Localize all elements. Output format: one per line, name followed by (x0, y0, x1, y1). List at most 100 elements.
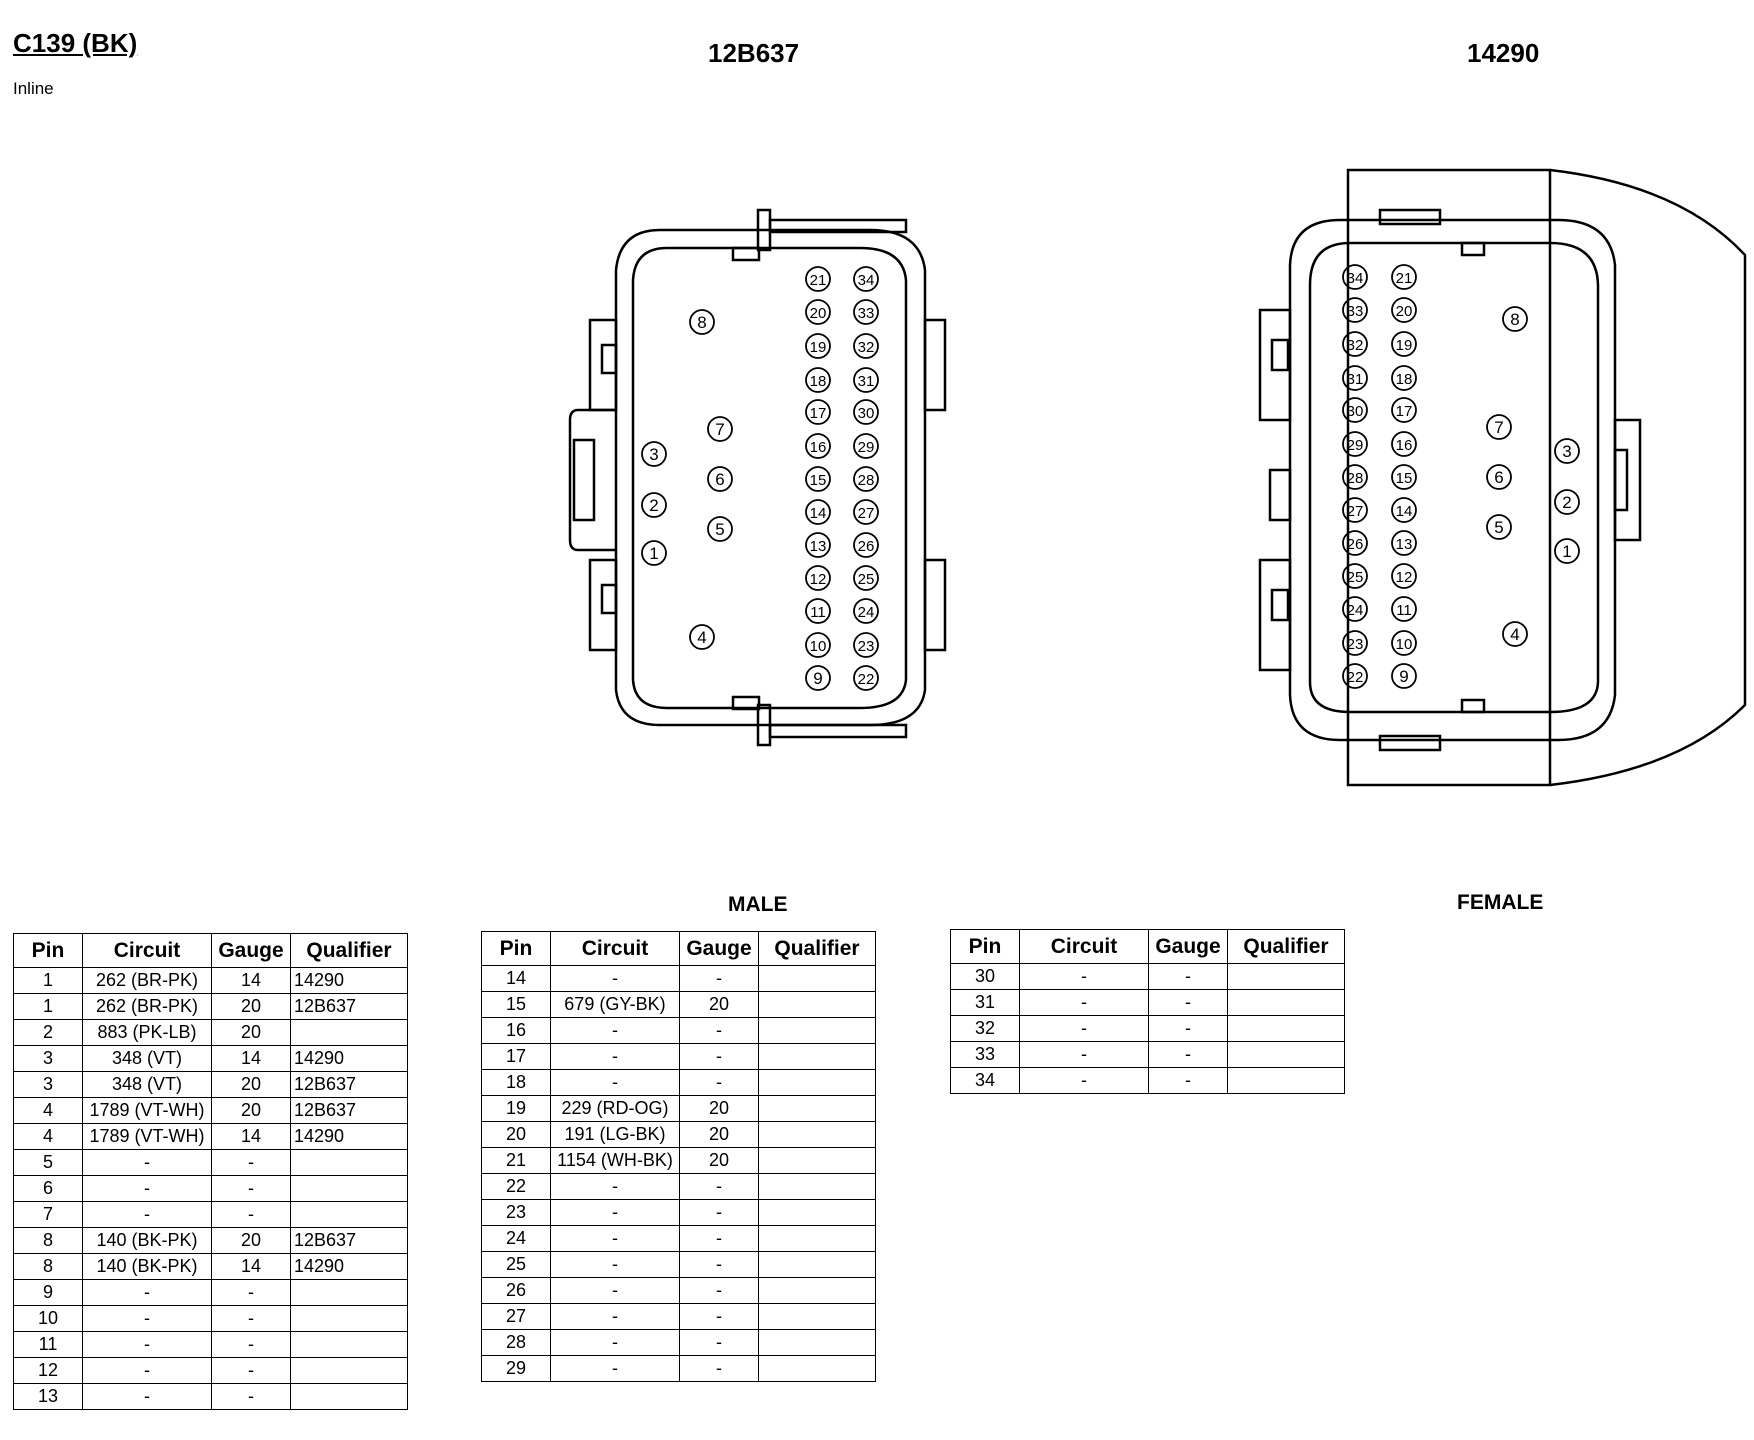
circuit-cell: - (550, 1329, 680, 1356)
circuit-cell: 348 (VT) (82, 1071, 212, 1098)
header-circuit: Circuit (550, 931, 680, 966)
pin-30: 30 (1342, 397, 1368, 423)
pin-9: 9 (1391, 663, 1417, 689)
pin-3: 3 (641, 441, 667, 467)
circuit-cell: 140 (BK-PK) (82, 1253, 212, 1280)
svg-text:11: 11 (1396, 602, 1412, 619)
qualifier-cell: 14290 (290, 967, 408, 994)
pin-5: 5 (707, 516, 733, 542)
pin-8: 8 (689, 309, 715, 335)
header-qualifier: Qualifier (1227, 929, 1345, 964)
pin-17: 17 (805, 399, 831, 425)
header-gauge: Gauge (211, 933, 291, 968)
svg-text:17: 17 (1396, 403, 1413, 420)
svg-text:30: 30 (1347, 403, 1364, 420)
pin-33: 33 (853, 299, 879, 325)
header-pin: Pin (481, 931, 551, 966)
pin-14: 14 (1391, 497, 1417, 523)
gauge-cell: - (211, 1305, 291, 1332)
pin-cell: 4 (13, 1097, 83, 1124)
gauge-cell: 14 (211, 967, 291, 994)
pin-3: 3 (1554, 438, 1580, 464)
pin-23: 23 (1342, 630, 1368, 656)
pin-cell: 23 (481, 1199, 551, 1226)
qualifier-cell: 12B637 (290, 1227, 408, 1254)
qualifier-cell (758, 1355, 876, 1382)
svg-text:19: 19 (810, 339, 827, 356)
pin-18: 18 (805, 367, 831, 393)
pin-34: 34 (1342, 264, 1368, 290)
table-row: 10-- (13, 1305, 408, 1332)
svg-text:25: 25 (1347, 569, 1364, 586)
pin-20: 20 (805, 299, 831, 325)
svg-text:13: 13 (810, 538, 827, 555)
pin-cell: 12 (13, 1357, 83, 1384)
qualifier-cell (758, 1173, 876, 1200)
pin-15: 15 (1391, 464, 1417, 490)
qualifier-cell (758, 965, 876, 992)
table-row: 33-- (950, 1041, 1345, 1068)
gauge-cell: - (679, 1069, 759, 1096)
svg-text:31: 31 (858, 373, 875, 390)
circuit-cell: 1789 (VT-WH) (82, 1123, 212, 1150)
qualifier-cell (1227, 1067, 1345, 1094)
svg-text:34: 34 (1347, 270, 1364, 287)
pin-4: 4 (1502, 621, 1528, 647)
gauge-cell: 14 (211, 1253, 291, 1280)
pin-cell: 10 (13, 1305, 83, 1332)
pin-cell: 1 (13, 967, 83, 994)
qualifier-cell: 12B637 (290, 1097, 408, 1124)
pin-cell: 2 (13, 1019, 83, 1046)
gauge-cell: 20 (679, 1147, 759, 1174)
pin-28: 28 (1342, 464, 1368, 490)
svg-text:11: 11 (810, 604, 826, 621)
qualifier-cell (290, 1383, 408, 1410)
gauge-cell: - (211, 1383, 291, 1410)
svg-text:10: 10 (1396, 636, 1413, 653)
qualifier-cell (290, 1279, 408, 1306)
circuit-cell: 883 (PK-LB) (82, 1019, 212, 1046)
qualifier-cell (1227, 1015, 1345, 1042)
circuit-cell: 1154 (WH-BK) (550, 1147, 680, 1174)
gauge-cell: - (679, 1303, 759, 1330)
pin-25: 25 (853, 565, 879, 591)
qualifier-cell (758, 1121, 876, 1148)
male-pin-group: 2120191817161514131211109343332313029282… (641, 266, 879, 691)
pin-24: 24 (853, 598, 879, 624)
pin-16: 16 (805, 433, 831, 459)
gauge-cell: - (679, 1355, 759, 1382)
circuit-cell: 1789 (VT-WH) (82, 1097, 212, 1124)
pin-cell: 13 (13, 1383, 83, 1410)
circuit-cell: - (82, 1305, 212, 1332)
pin-6: 6 (707, 466, 733, 492)
pin-15: 15 (805, 466, 831, 492)
header-pin: Pin (13, 933, 83, 968)
circuit-cell: - (1019, 1041, 1149, 1068)
pin-17: 17 (1391, 397, 1417, 423)
qualifier-cell (758, 1199, 876, 1226)
qualifier-cell (290, 1019, 408, 1046)
svg-text:22: 22 (1347, 669, 1364, 686)
circuit-cell: - (550, 1355, 680, 1382)
header-qualifier: Qualifier (290, 933, 408, 968)
pin-cell: 26 (481, 1277, 551, 1304)
pin-cell: 4 (13, 1123, 83, 1150)
pin-19: 19 (1391, 331, 1417, 357)
pin-cell: 19 (481, 1095, 551, 1122)
pin-13: 13 (805, 532, 831, 558)
svg-text:12: 12 (810, 571, 827, 588)
gauge-cell: - (1148, 1015, 1228, 1042)
table-row: 5-- (13, 1149, 408, 1176)
qualifier-cell (1227, 989, 1345, 1016)
svg-text:31: 31 (1347, 371, 1364, 388)
qualifier-cell (290, 1331, 408, 1358)
pin-21: 21 (805, 266, 831, 292)
circuit-cell: - (550, 1303, 680, 1330)
gauge-cell: - (1148, 1067, 1228, 1094)
male-connector-outline (568, 208, 947, 747)
pin-24: 24 (1342, 596, 1368, 622)
qualifier-cell (290, 1357, 408, 1384)
pin-cell: 8 (13, 1227, 83, 1254)
